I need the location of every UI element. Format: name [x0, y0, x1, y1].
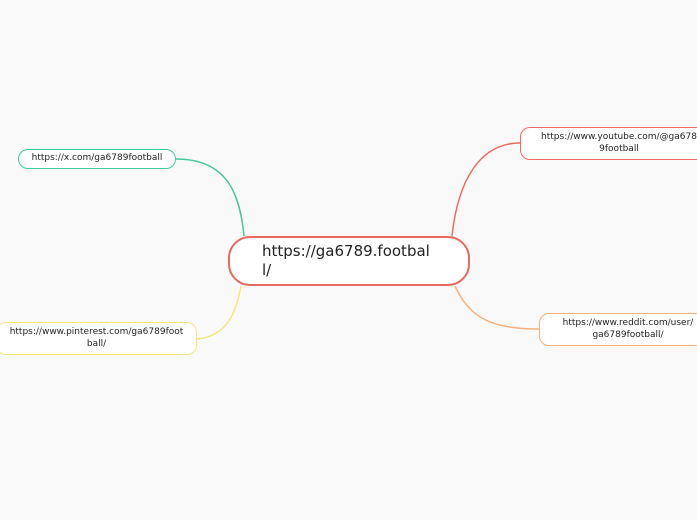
branch-label-reddit: https://www.reddit.com/user/ga6789footba…: [562, 318, 694, 340]
branch-node-reddit[interactable]: https://www.reddit.com/user/ga6789footba…: [539, 313, 697, 346]
central-topic-label: https://ga6789.football/: [262, 242, 430, 279]
connector-pinterest: [196, 285, 242, 340]
connector-youtube: [451, 142, 521, 237]
branch-label-youtube: https://www.youtube.com/@ga6789football: [541, 132, 697, 154]
branch-node-pinterest[interactable]: https://www.pinterest.com/ga6789football…: [0, 322, 197, 355]
branch-label-x: https://x.com/ga6789football: [31, 153, 163, 164]
central-topic-node[interactable]: https://ga6789.football/: [228, 236, 470, 286]
branch-node-x[interactable]: https://x.com/ga6789football: [18, 149, 176, 169]
branch-node-youtube[interactable]: https://www.youtube.com/@ga6789football: [520, 127, 697, 160]
connector-x: [175, 158, 245, 237]
connector-reddit: [454, 285, 540, 330]
branch-label-pinterest: https://www.pinterest.com/ga6789football…: [9, 327, 184, 349]
